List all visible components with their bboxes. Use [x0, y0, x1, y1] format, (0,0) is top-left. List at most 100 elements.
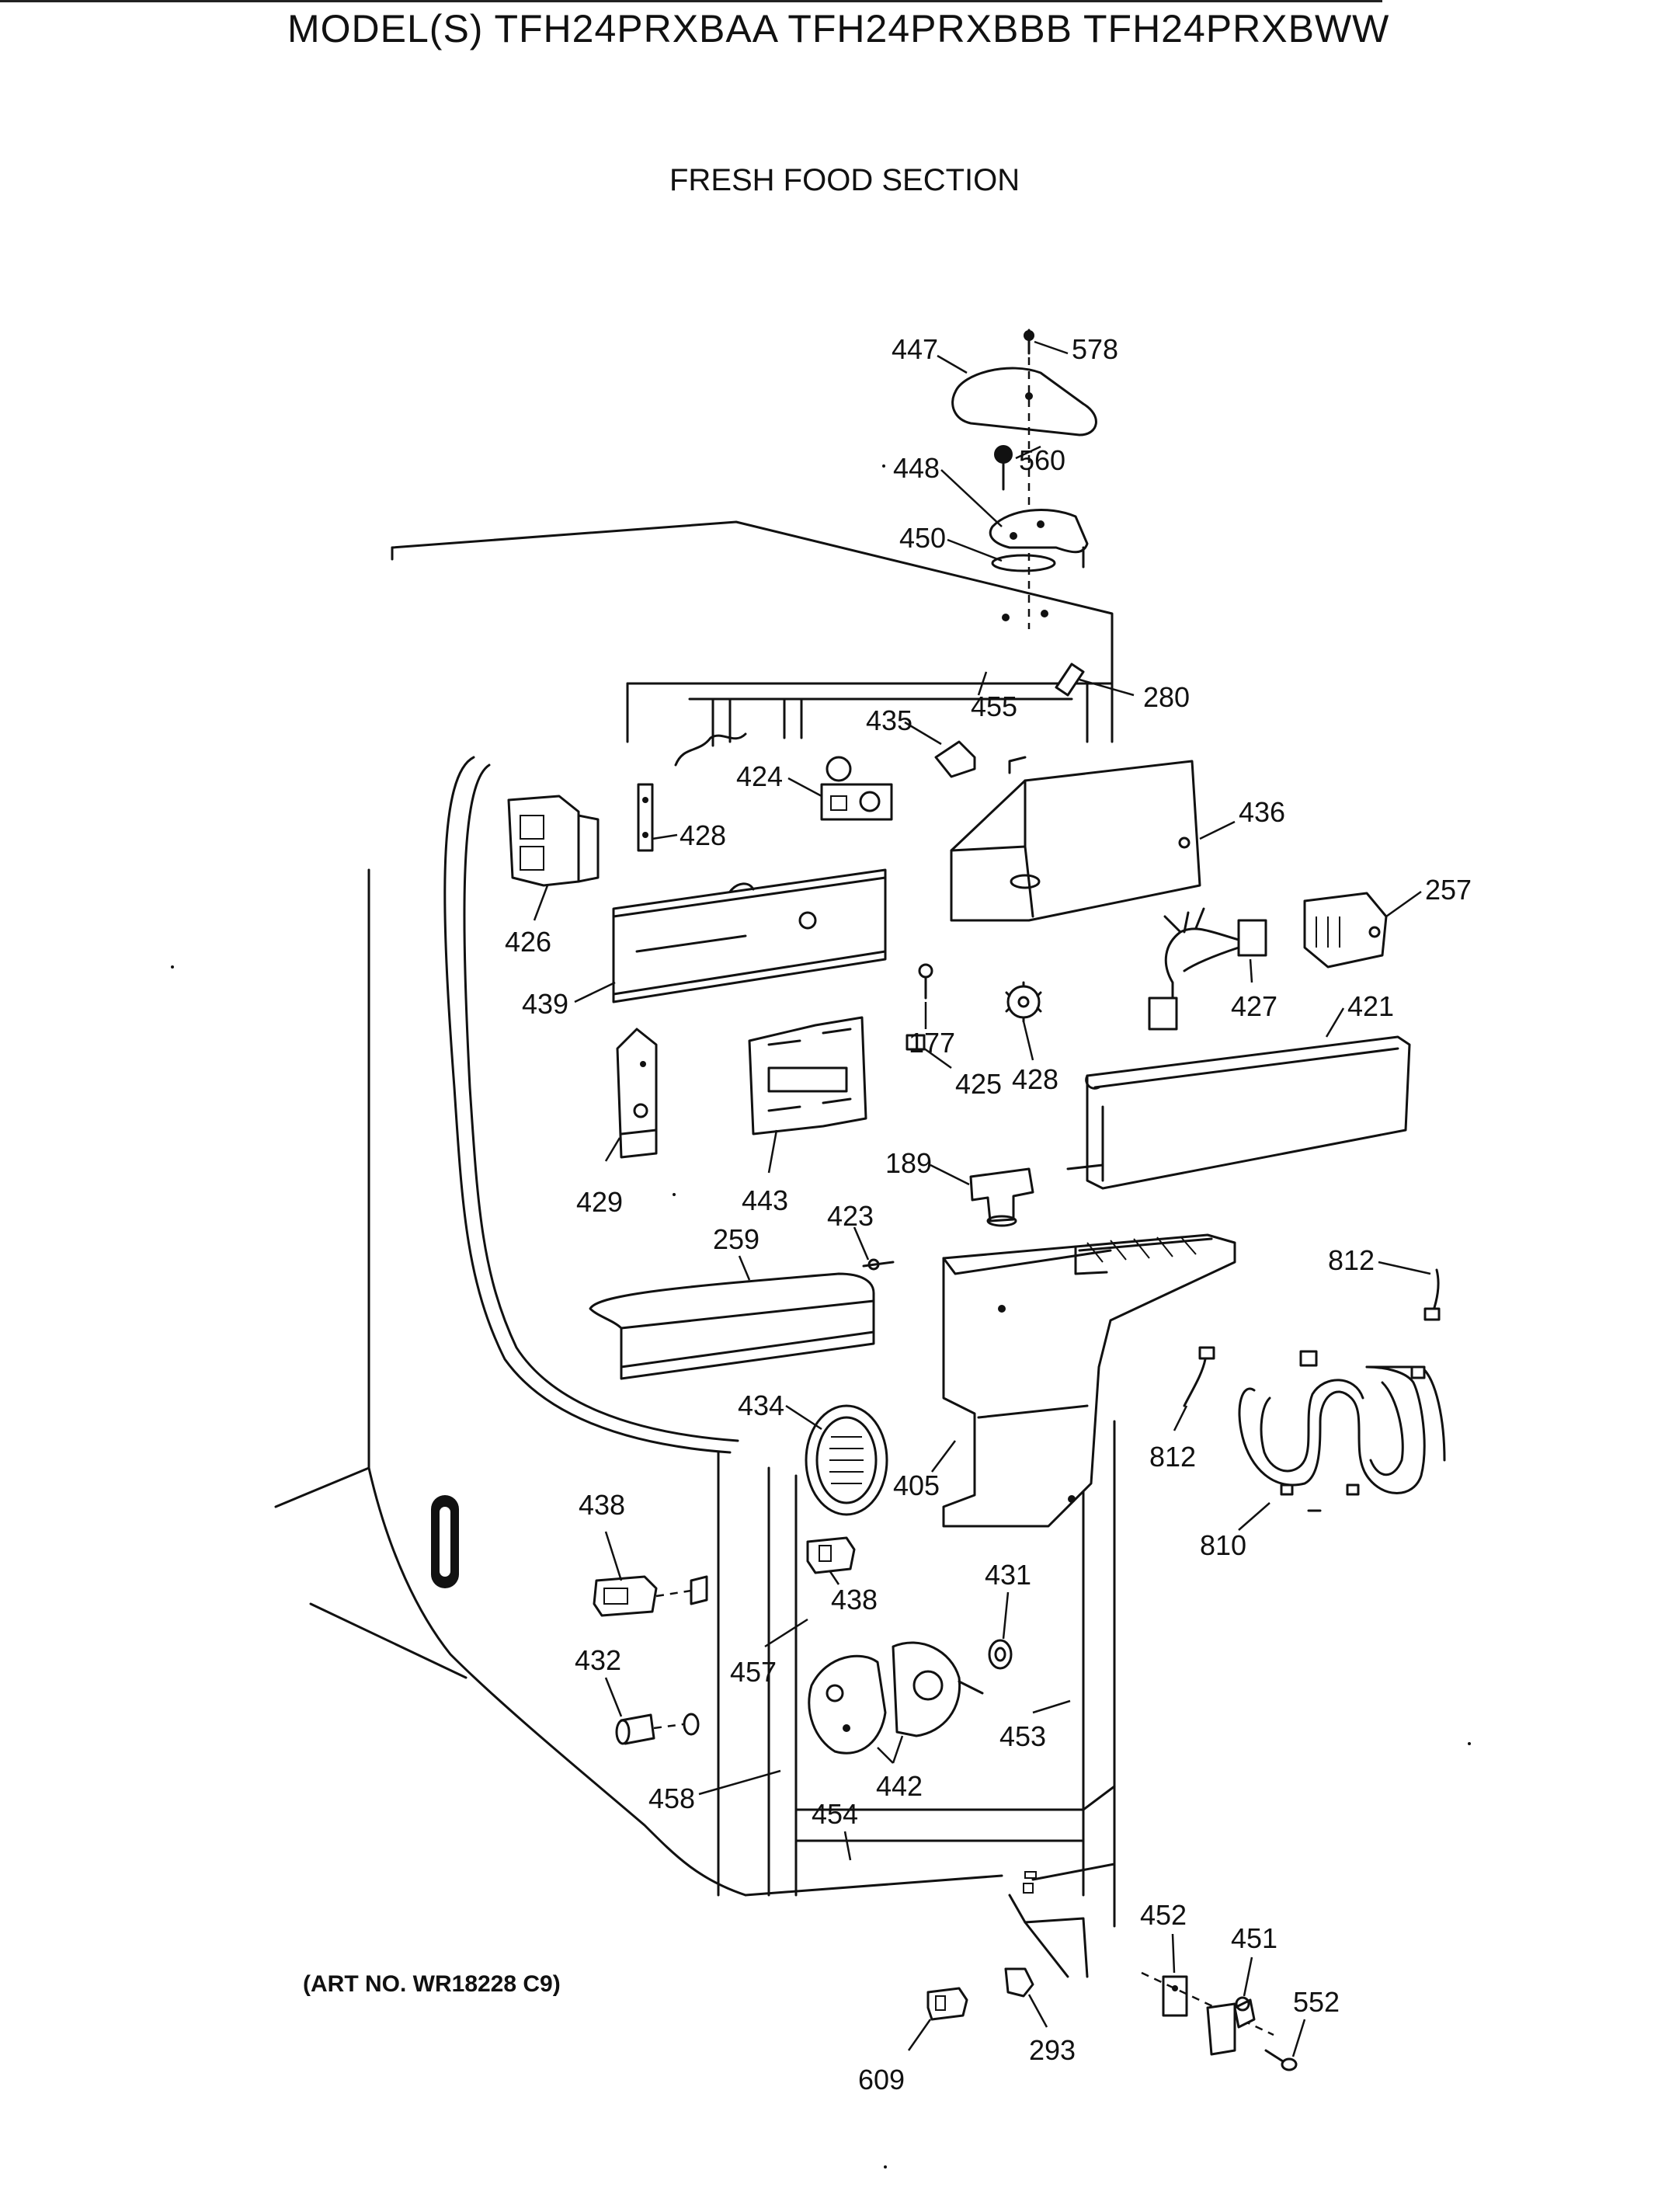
scan-specks	[171, 464, 1471, 2169]
callout-552: 552	[1293, 1986, 1340, 2018]
part-257-timer	[1303, 892, 1388, 969]
part-424-control	[820, 756, 893, 821]
bushing-hole	[683, 1713, 700, 1736]
callout-560: 560	[1019, 444, 1065, 476]
part-434-vent	[805, 1404, 888, 1516]
callout-442: 442	[876, 1770, 923, 1802]
part-405-duct	[942, 1233, 1236, 1528]
part-431-knob	[988, 1639, 1013, 1670]
part-578-screw	[1024, 329, 1034, 355]
callout-426: 426	[505, 926, 551, 958]
callout-438b: 438	[831, 1584, 878, 1616]
part-438-socket	[593, 1575, 658, 1617]
callout-451: 451	[1231, 1922, 1277, 1954]
callout-812a: 812	[1328, 1244, 1375, 1276]
callout-425: 425	[955, 1068, 1002, 1100]
callout-443: 443	[742, 1184, 788, 1216]
callout-177: 177	[909, 1027, 955, 1059]
callout-432: 432	[575, 1644, 621, 1676]
part-426-light-housing	[507, 795, 600, 887]
callout-428b: 428	[1012, 1063, 1058, 1095]
part-438-switch	[806, 1536, 856, 1574]
part-425-block	[905, 1034, 926, 1051]
leader-lines	[533, 340, 1431, 2057]
part-293-clip	[1004, 1967, 1034, 1998]
part-450-washer	[991, 554, 1056, 572]
assembly-axis-line	[1141, 1971, 1274, 2036]
hinge-hole	[1041, 610, 1048, 617]
part-442-damper	[808, 1641, 984, 1755]
part-428-bracket	[637, 783, 654, 852]
part-189-tee-fitting	[969, 1167, 1034, 1227]
part-451-hinge	[1206, 1996, 1256, 2056]
cabinet-outline	[274, 520, 1116, 1928]
part-259-trim	[589, 1272, 875, 1380]
callout-439: 439	[522, 988, 568, 1020]
callout-280: 280	[1143, 681, 1190, 713]
callout-452: 452	[1140, 1899, 1187, 1931]
callout-448: 448	[893, 452, 940, 484]
hinge-hole	[1002, 614, 1010, 621]
callout-578: 578	[1072, 333, 1118, 365]
part-812-tube	[1423, 1268, 1441, 1321]
callout-434: 434	[738, 1389, 784, 1421]
part-609-switch	[926, 1987, 968, 2021]
callout-405: 405	[893, 1469, 940, 1501]
assembly-axis-line	[653, 1723, 684, 1730]
part-435-bracket	[934, 740, 976, 778]
part-421-cover	[1066, 1035, 1411, 1190]
callout-293: 293	[1029, 2034, 1076, 2066]
side-vent-slot	[431, 1495, 459, 1588]
callout-423: 423	[827, 1200, 874, 1232]
callout-428: 428	[680, 819, 726, 851]
bottom-bracket	[1008, 1871, 1089, 1978]
part-810-heater	[1238, 1350, 1446, 1512]
callout-438a: 438	[579, 1489, 625, 1521]
section-title: FRESH FOOD SECTION	[669, 163, 1020, 197]
callout-810: 810	[1200, 1529, 1246, 1561]
art-number: (ART NO. WR18228 C9)	[303, 1971, 561, 1997]
callout-812b: 812	[1149, 1441, 1196, 1473]
callout-609: 609	[858, 2064, 905, 2095]
callout-447: 447	[892, 333, 938, 365]
part-436-housing	[950, 756, 1201, 922]
callout-189: 189	[885, 1147, 932, 1179]
callout-257: 257	[1425, 874, 1472, 906]
part-812-tube	[1183, 1346, 1215, 1407]
part-443-bracket	[748, 1016, 867, 1136]
header-rule	[0, 0, 1382, 2]
callout-457: 457	[730, 1656, 777, 1688]
callout-458: 458	[648, 1782, 695, 1814]
page-header: MODEL(S) TFH24PRXBAA TFH24PRXBBB TFH24PR…	[0, 0, 1665, 62]
callout-431: 431	[985, 1559, 1031, 1591]
part-552-screw	[1264, 2049, 1298, 2071]
part-423-clip	[862, 1258, 895, 1271]
part-452-plate	[1162, 1975, 1188, 2017]
part-428-gear	[1005, 981, 1042, 1023]
callout-429: 429	[576, 1186, 623, 1218]
callout-454: 454	[812, 1798, 858, 1830]
callout-424: 424	[736, 760, 783, 792]
assembly-axis-line	[655, 1589, 692, 1598]
callout-435: 435	[866, 704, 912, 736]
callout-259: 259	[713, 1223, 760, 1255]
part-429-bracket	[616, 1028, 658, 1159]
callout-labels: 447 578 448 560 450 280 455 435 424 428 …	[505, 333, 1472, 2095]
part-448-hinge	[989, 508, 1089, 569]
model-title: MODEL(S) TFH24PRXBAA TFH24PRXBBB TFH24PR…	[287, 7, 1390, 50]
socket-mount	[690, 1575, 708, 1605]
callout-450: 450	[899, 522, 946, 554]
part-177-screw	[918, 963, 933, 1000]
part-280-clip	[1055, 663, 1085, 697]
part-432-bushing	[615, 1713, 655, 1745]
callout-453: 453	[999, 1720, 1046, 1752]
part-439-rail	[612, 868, 887, 1003]
callout-436: 436	[1239, 796, 1285, 828]
callout-427: 427	[1231, 990, 1277, 1022]
part-447-cover	[951, 367, 1097, 436]
part-427-harness	[1148, 907, 1267, 1031]
callout-421: 421	[1347, 990, 1394, 1022]
part-560-screw	[994, 445, 1013, 491]
callout-455: 455	[971, 690, 1017, 722]
